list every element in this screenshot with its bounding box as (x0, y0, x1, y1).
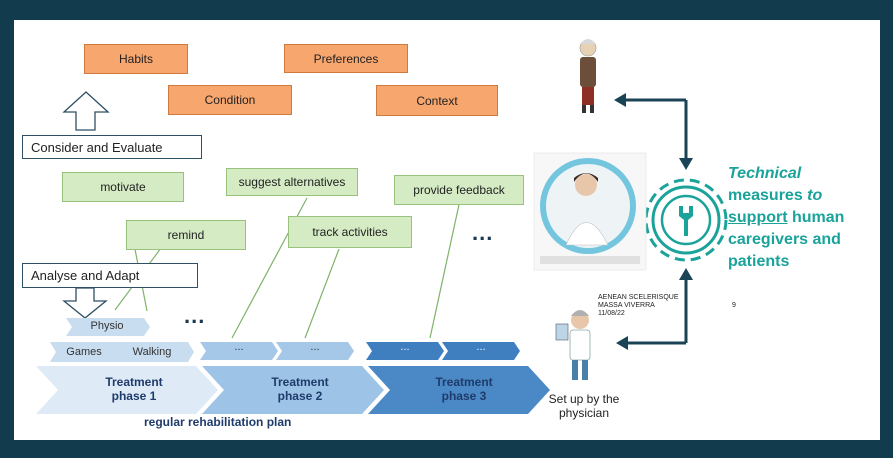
chevron-games (50, 342, 120, 362)
slide-canvas: Habits Preferences Condition Context Con… (14, 20, 880, 440)
phase2-line2: phase 2 (277, 389, 323, 403)
chevron-phase2-a (200, 342, 278, 360)
phase1-label: Treatment phase 1 (74, 375, 194, 403)
phase3-line2: phase 3 (441, 389, 487, 403)
page-number: 9 (732, 302, 736, 309)
phase1-line2: phase 1 (111, 389, 157, 403)
context-box: Context (376, 85, 498, 116)
chevron-physio (66, 318, 150, 336)
connector-line (429, 199, 461, 339)
physio-label: Physio (90, 320, 124, 332)
chevron-phase2-b (276, 342, 354, 360)
tech-word-support: support (728, 209, 788, 226)
up-arrow-icon (62, 91, 110, 131)
tech-word-to: to (807, 187, 823, 204)
track-activities-box: track activities (288, 216, 412, 248)
chevron-phase2 (202, 366, 384, 414)
elderly-woman-icon (579, 39, 597, 113)
provide-feedback-box: provide feedback (394, 175, 524, 205)
diagram-graphics (36, 39, 728, 414)
tech-word-technical: Technical (728, 165, 802, 182)
phase2-line1: Treatment (271, 375, 329, 389)
chevron-phase3-b (442, 342, 520, 360)
chevron-dots-label: ... (310, 341, 320, 353)
chevron-phase3-a (366, 342, 444, 360)
setup-by-physician-label: Set up by the physician (548, 392, 620, 420)
phase3-label: Treatment phase 3 (404, 375, 524, 403)
doctor-photo (533, 152, 647, 271)
chevron-phase1 (36, 366, 218, 414)
caption-line: 11/08/22 (598, 310, 625, 317)
phase2-label: Treatment phase 2 (240, 375, 360, 403)
suggest-alternatives-box: suggest alternatives (226, 168, 358, 196)
gear-wrench-icon (644, 178, 728, 262)
ellipsis-dots: ... (184, 303, 206, 328)
arrow-head-up-icon (679, 268, 693, 280)
down-arrow-icon (62, 287, 108, 319)
walking-label: Walking (132, 346, 172, 358)
preferences-box: Preferences (284, 44, 408, 73)
habits-box: Habits (84, 44, 188, 74)
technical-measures-text: Technical measures to support human care… (728, 163, 878, 273)
chevron-dots-label: ... (234, 341, 244, 353)
caption-line: AENEAN SCELERISQUE (598, 294, 679, 301)
chevron-walking (112, 342, 194, 362)
tech-word-measures: measures (728, 187, 803, 204)
analyse-adapt-box: Analyse and Adapt (22, 263, 198, 288)
ellipsis-dots: ... (472, 220, 494, 245)
chevron-phase3 (368, 366, 550, 414)
rehabilitation-plan-label: regular rehabilitation plan (144, 415, 292, 429)
games-label: Games (66, 346, 102, 358)
arrow-head-left-icon (616, 336, 628, 350)
caption-line: MASSA VIVERRA (598, 302, 655, 309)
caption-text: AENEAN SCELERISQUE MASSA VIVERRA 11/08/2… (598, 294, 679, 318)
arrow-head-down-icon (679, 158, 693, 170)
chevron-dots-label: ... (400, 341, 410, 353)
condition-box: Condition (168, 85, 292, 115)
arrow-head-left-icon (614, 93, 626, 107)
remind-box: remind (126, 220, 246, 250)
tech-word-rest: human caregivers and patients (728, 209, 845, 270)
phase1-line1: Treatment (105, 375, 163, 389)
chevron-dots-label: ... (476, 341, 486, 353)
consider-evaluate-box: Consider and Evaluate (22, 135, 202, 159)
phase3-line1: Treatment (435, 375, 493, 389)
connector-line (304, 248, 340, 339)
physician-icon (555, 310, 591, 380)
motivate-box: motivate (62, 172, 184, 202)
